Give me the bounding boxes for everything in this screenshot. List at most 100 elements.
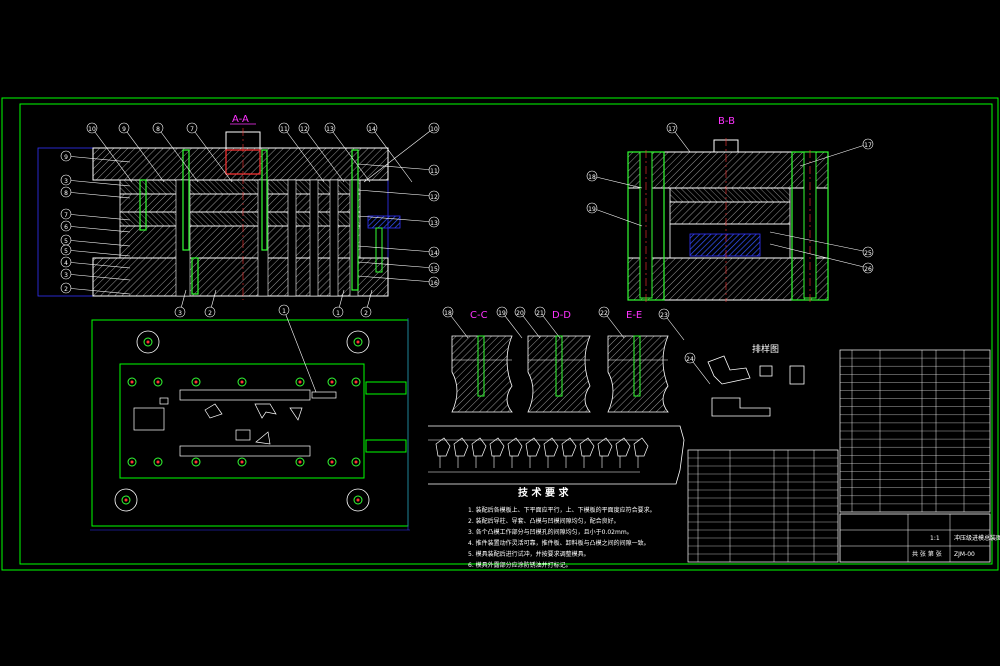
sheet-frame-inner	[19, 103, 993, 565]
callout-balloon	[60, 174, 72, 186]
callout-number: 17	[668, 126, 676, 133]
callout-number: 9	[64, 154, 68, 161]
callout-balloon	[60, 244, 72, 256]
callout-balloon	[862, 246, 874, 258]
callout-balloon	[428, 276, 440, 288]
hole-center	[356, 340, 360, 344]
callout-balloon	[186, 122, 198, 134]
callout-balloon	[298, 122, 310, 134]
callout-number: 10	[88, 126, 96, 133]
hole-center	[146, 340, 150, 344]
screw-hole	[327, 457, 337, 467]
callout-number: 3	[64, 272, 68, 279]
callout-number: 7	[64, 212, 68, 219]
callout-number: 12	[300, 126, 308, 133]
tech-requirement-item: 4. 推件装置动作灵活可靠，推件板、卸料板与凸模之间的间隙一致。	[468, 539, 650, 547]
tech-requirement-item: 2. 装配后导柱、导套、凸模与凹模间隙均匀，配合良好。	[468, 517, 620, 525]
plan-view-callout: 1	[278, 304, 317, 393]
callout-number: 15	[430, 266, 438, 273]
callout-number: 1	[282, 308, 286, 315]
tech-requirement-item: 3. 各个凸模工作部分与凹模孔的间隙均匀，且小于0.02mm。	[468, 528, 633, 536]
callout-number: 1	[336, 310, 340, 317]
callout-number: 3	[178, 310, 182, 317]
callout-balloon	[442, 306, 454, 318]
strip-part-outline	[507, 437, 523, 457]
callout-number: 24	[686, 356, 694, 363]
callout-balloon	[658, 308, 670, 320]
title-drawing-code: ZJM-00	[954, 551, 975, 558]
hole-center	[156, 460, 160, 464]
screw-hole	[153, 377, 163, 387]
tech-requirements-title: 技 术 要 求	[518, 486, 569, 499]
screw-hole	[353, 337, 363, 347]
callout-balloon	[684, 352, 696, 364]
hole-center	[194, 380, 198, 384]
tech-requirement-item: 6. 模具外露部分应涂防锈油并打标记。	[468, 561, 572, 569]
callout-balloon	[60, 150, 72, 162]
screw-hole	[351, 457, 361, 467]
callout-number: 18	[444, 310, 452, 317]
hole-center	[354, 380, 358, 384]
section-label-bb: B-B	[718, 116, 735, 127]
callout-balloon	[152, 122, 164, 134]
part-drawing	[707, 355, 805, 417]
callout-balloon	[174, 306, 186, 318]
section-label-cc: C-C	[470, 310, 488, 321]
strip-part-outline	[525, 437, 541, 457]
screw-hole	[327, 377, 337, 387]
callout-balloon	[428, 246, 440, 258]
callout-number: 14	[430, 250, 438, 257]
callout-balloon	[118, 122, 130, 134]
callout-number: 10	[430, 126, 438, 133]
callout-balloon	[278, 122, 290, 134]
section-bb-view	[627, 138, 829, 302]
callout-number: 4	[64, 260, 68, 267]
callout-number: 21	[536, 310, 544, 317]
screw-hole	[191, 377, 201, 387]
bom-table-left	[687, 449, 839, 563]
screw-hole	[295, 457, 305, 467]
callout-number: 13	[326, 126, 334, 133]
hole-center	[298, 380, 302, 384]
section-label-ee: E-E	[626, 310, 642, 321]
callout-balloon	[60, 186, 72, 198]
screw-hole	[237, 377, 247, 387]
hole-center	[240, 460, 244, 464]
callout-number: 22	[600, 310, 608, 317]
callout-number: 12	[430, 194, 438, 201]
hole-center	[298, 460, 302, 464]
callout-number: 11	[280, 126, 288, 133]
hole-center	[354, 460, 358, 464]
strip-part-outline	[453, 437, 469, 457]
callout-balloon	[86, 122, 98, 134]
callout-balloon	[332, 306, 344, 318]
screw-hole	[351, 377, 361, 387]
callout-number: 13	[430, 220, 438, 227]
screw-hole	[237, 457, 247, 467]
screw-hole	[191, 457, 201, 467]
hole-center	[194, 460, 198, 464]
callout-number: 18	[588, 174, 596, 181]
callout-number: 5	[64, 248, 68, 255]
title-drawing-name: 冲压级进模总装图	[954, 534, 1000, 542]
callout-balloon	[586, 202, 598, 214]
tech-requirement-item: 5. 模具装配后进行试冲，并按要求调整模具。	[468, 550, 590, 558]
callout-number: 6	[64, 224, 68, 231]
callout-balloon	[514, 306, 526, 318]
callout-balloon	[60, 220, 72, 232]
hole-center	[330, 380, 334, 384]
callout-number: 16	[430, 280, 438, 287]
strip-part-outline	[543, 437, 559, 457]
callout-number: 3	[64, 178, 68, 185]
hole-center	[330, 460, 334, 464]
hole-center	[124, 498, 128, 502]
hole-center	[130, 380, 134, 384]
section-label-aa: A-A	[232, 114, 249, 125]
callout-number: 11	[430, 168, 438, 175]
screw-hole	[353, 495, 363, 505]
callout-number: 14	[368, 126, 376, 133]
callout-number: 7	[190, 126, 194, 133]
